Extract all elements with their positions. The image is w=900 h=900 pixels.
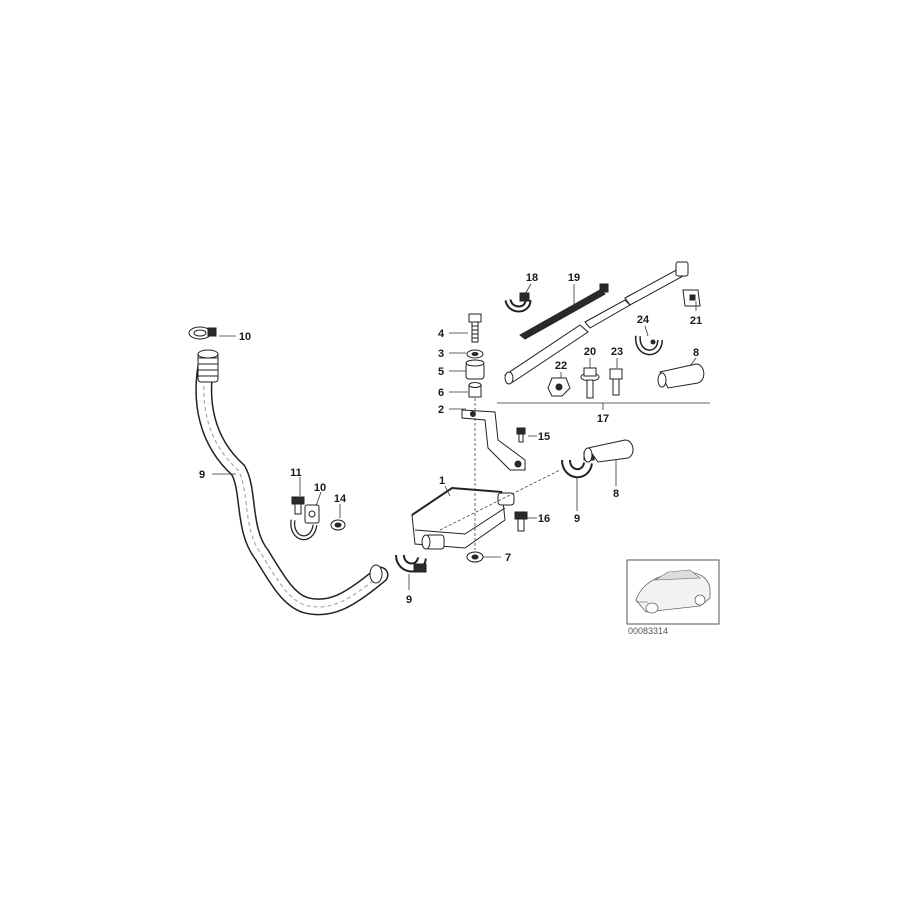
label-19: 19 bbox=[568, 272, 580, 284]
nut-22-part[interactable] bbox=[547, 377, 571, 397]
label-5: 5 bbox=[438, 366, 444, 378]
exhaust-rod-part[interactable] bbox=[504, 261, 689, 385]
clamp-18-part[interactable] bbox=[504, 292, 532, 313]
label-7: 7 bbox=[505, 552, 511, 564]
bushing-5-part[interactable] bbox=[465, 359, 485, 380]
bolt-23-part[interactable] bbox=[609, 368, 623, 396]
label-16: 16 bbox=[538, 513, 550, 525]
label-23: 23 bbox=[611, 346, 623, 358]
label-12: 10 bbox=[314, 482, 326, 494]
label-14: 14 bbox=[334, 493, 347, 505]
clamp-9-lower-part[interactable] bbox=[395, 554, 427, 573]
pipe-clamp-part[interactable] bbox=[188, 326, 217, 340]
label-3: 3 bbox=[438, 348, 444, 360]
bolt-20-part[interactable] bbox=[580, 367, 600, 399]
leader-lines bbox=[212, 283, 697, 590]
label-9-upper: 9 bbox=[574, 513, 580, 525]
muffler-part[interactable] bbox=[411, 486, 515, 550]
label-8-upper: 8 bbox=[693, 347, 699, 359]
bracket-part[interactable] bbox=[461, 409, 526, 471]
label-11: 10 bbox=[239, 331, 251, 343]
label-8-lower: 8 bbox=[613, 488, 619, 500]
label-6: 6 bbox=[438, 387, 444, 399]
label-9-lower: 9 bbox=[406, 594, 412, 606]
label-17: 17 bbox=[597, 413, 609, 425]
clip-21-part[interactable] bbox=[682, 289, 701, 307]
bolt-4-part[interactable] bbox=[468, 313, 482, 343]
cable-tie-part[interactable] bbox=[519, 283, 609, 340]
tailpipe-8-lower-part[interactable] bbox=[583, 439, 634, 463]
label-22: 22 bbox=[555, 360, 567, 372]
clamp-24-part[interactable] bbox=[634, 335, 663, 356]
car-thumbnail-icon bbox=[635, 569, 711, 614]
reference-code: 00083314 bbox=[628, 626, 668, 636]
reference-thumbnail: 00083314 bbox=[626, 559, 720, 636]
label-20: 20 bbox=[584, 346, 596, 358]
washer-3-part[interactable] bbox=[466, 349, 484, 359]
label-2: 2 bbox=[438, 404, 444, 416]
label-4: 4 bbox=[438, 328, 445, 340]
label-21: 21 bbox=[690, 315, 702, 327]
nut-14-part[interactable] bbox=[330, 519, 346, 531]
assembly-line-2 bbox=[439, 469, 561, 531]
bolt-16-part[interactable] bbox=[514, 511, 528, 532]
part-labels: 10 9 11 10 14 1 2 3 4 5 6 7 9 9 8 15 16 … bbox=[199, 272, 702, 606]
label-24: 24 bbox=[637, 314, 650, 326]
clamp-12-part[interactable] bbox=[290, 504, 320, 540]
label-1: 1 bbox=[439, 475, 445, 487]
exhaust-pipe-part[interactable] bbox=[195, 349, 389, 616]
tailpipe-8-upper-part[interactable] bbox=[657, 363, 705, 389]
bolt-13-part[interactable] bbox=[291, 496, 305, 515]
label-10: 9 bbox=[199, 469, 205, 481]
label-18: 18 bbox=[526, 272, 538, 284]
nut-7-part[interactable] bbox=[466, 551, 484, 563]
sleeve-6-part[interactable] bbox=[468, 382, 482, 398]
screw-15-part[interactable] bbox=[516, 427, 526, 443]
label-13: 11 bbox=[290, 467, 302, 479]
label-15: 15 bbox=[538, 431, 550, 443]
